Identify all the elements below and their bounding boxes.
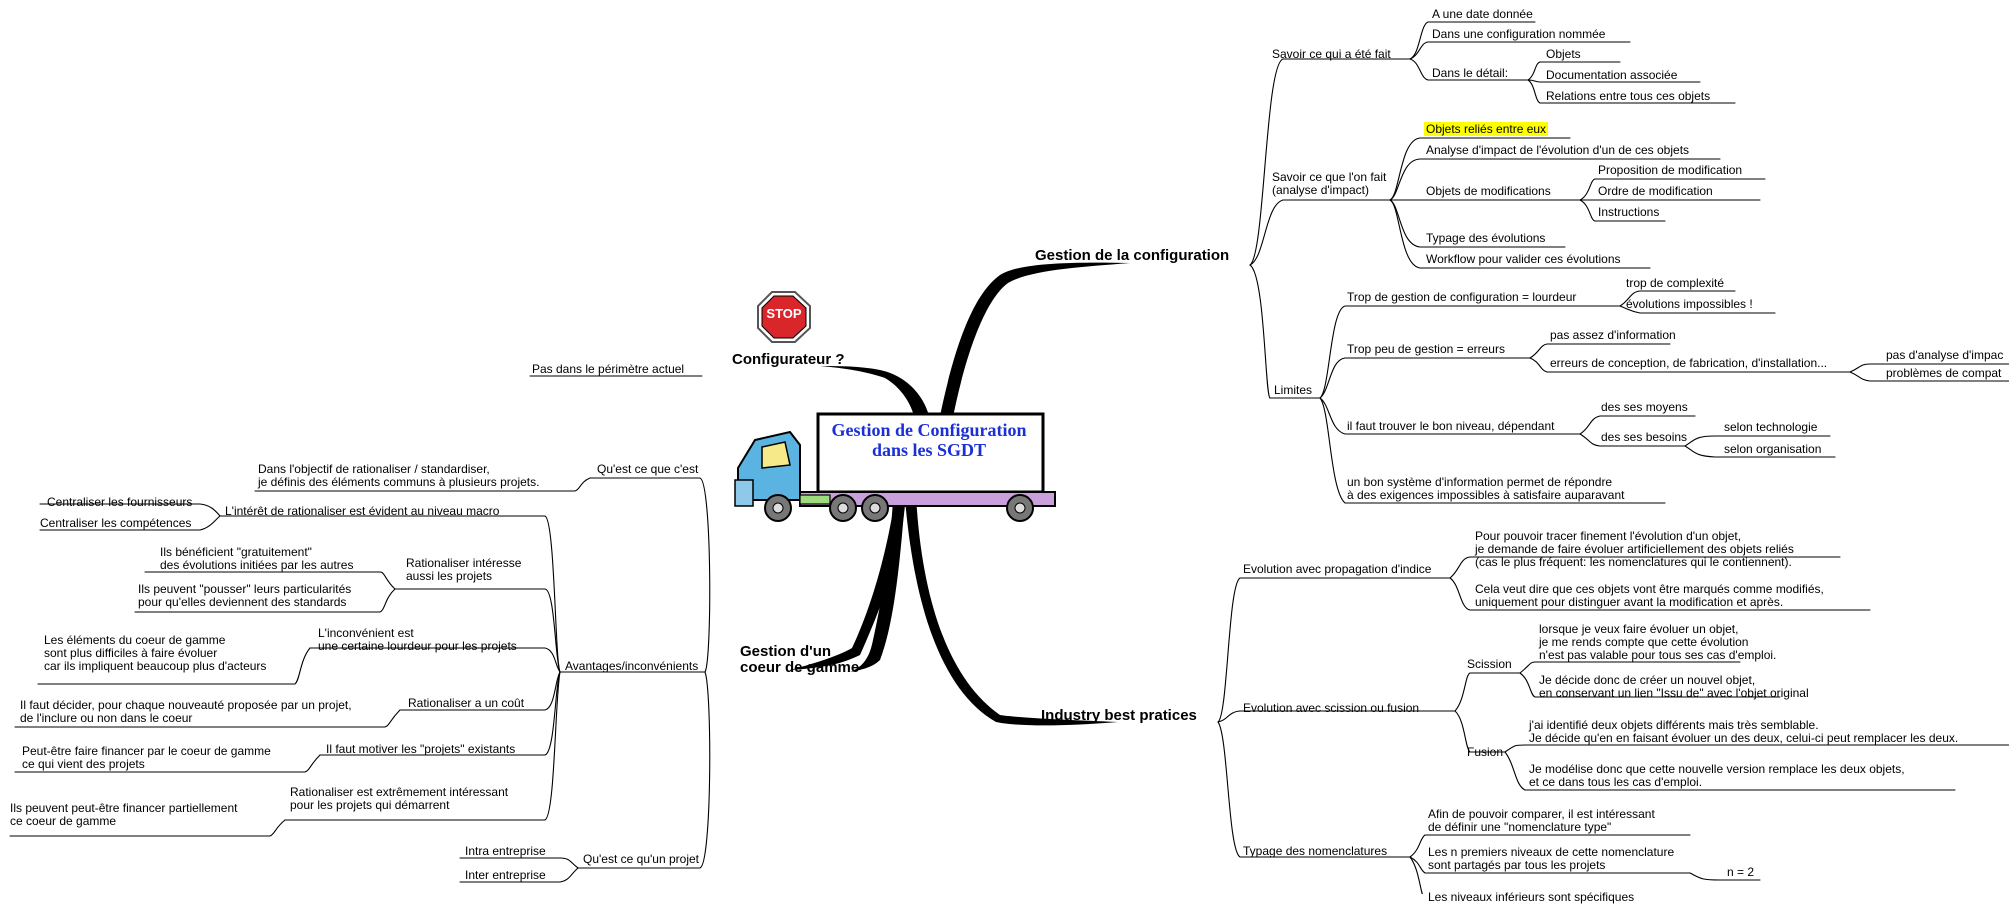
config-savoir-fait-item[interactable]: A une date donnée (1432, 7, 1533, 21)
limites-niveau[interactable]: il faut trouver le bon niveau, dépendant (1347, 419, 1555, 433)
config-limites[interactable]: Limites (1274, 383, 1313, 397)
limites-peu-sub[interactable]: pas d'analyse d'impac (1886, 348, 2004, 362)
config-modifs-item[interactable]: Instructions (1598, 205, 1660, 219)
limites-peu[interactable]: Trop peu de gestion = erreurs (1347, 342, 1505, 356)
projet-item[interactable]: Intra entreprise (465, 844, 546, 858)
central-topic-title: Gestion de Configuration dans les SGDT (831, 420, 1027, 460)
avantages-interet[interactable]: L'intérêt de rationaliser est évident au… (225, 504, 500, 518)
config-modifs-item[interactable]: Ordre de modification (1598, 184, 1713, 198)
inconvenient-item[interactable]: Les éléments du coeur de gamme sont plus… (44, 633, 267, 673)
limites-besoins-item[interactable]: selon technologie (1724, 420, 1818, 434)
avantages-cout[interactable]: Rationaliser a un coût (408, 696, 525, 710)
avantages-inconvenient[interactable]: L'inconvénient est une certaine lourdeur… (318, 626, 517, 653)
config-savoir-fait[interactable]: Savoir ce qui a été fait (1272, 47, 1391, 61)
avantages-rationaliser[interactable]: Rationaliser intéresse aussi les projets (406, 556, 522, 583)
config-detail[interactable]: Dans le détail: (1432, 66, 1509, 80)
coeur-avantages[interactable]: Avantages/inconvénients (565, 659, 699, 673)
rationaliser-item[interactable]: Ils bénéficient "gratuitement" des évolu… (160, 545, 354, 572)
industry-propagation-item[interactable]: Cela veut dire que ces objets vont être … (1475, 582, 1824, 609)
industry-typage-item[interactable]: Les niveaux inférieurs sont spécifiques (1428, 890, 1635, 904)
industry-n-value[interactable]: n = 2 (1727, 865, 1755, 879)
config-on-fait-item[interactable]: Workflow pour valider ces évolutions (1426, 252, 1621, 266)
limites-trop-item[interactable]: évolutions impossibles ! (1626, 297, 1753, 311)
industry-scission-item[interactable]: lorsque je veux faire évoluer un objet, … (1539, 622, 1777, 662)
coeur-projet[interactable]: Qu'est ce qu'un projet (583, 852, 699, 866)
configurateur-item[interactable]: Pas dans le périmètre actuel (532, 362, 685, 376)
config-highlighted-item[interactable]: Objets reliés entre eux (1424, 122, 1549, 136)
limites-besoins-item[interactable]: selon organisation (1724, 442, 1822, 456)
config-savoir-fait-item[interactable]: Dans une configuration nommée (1432, 27, 1606, 41)
coeur-quest-item[interactable]: Dans l'objectif de rationaliser / standa… (258, 462, 540, 489)
limites-trop-item[interactable]: trop de complexité (1626, 276, 1725, 290)
limites-peu-sub[interactable]: problèmes de compat (1886, 366, 2002, 380)
config-on-fait-item[interactable]: Typage des évolutions (1426, 231, 1546, 245)
main-branches (790, 262, 1130, 726)
rationaliser-item[interactable]: Ils peuvent "pousser" leurs particularit… (138, 582, 352, 609)
industry-typage[interactable]: Typage des nomenclatures (1243, 844, 1388, 858)
motiver-item[interactable]: Peut-être faire financer par le coeur de… (22, 744, 271, 771)
industry-fusion[interactable]: Fusion (1467, 745, 1504, 759)
interet-item[interactable]: Centraliser les compétences (40, 516, 192, 530)
config-detail-item[interactable]: Relations entre tous ces objets (1546, 89, 1711, 103)
industry-scission-fusion[interactable]: Evolution avec scission ou fusion (1243, 701, 1420, 715)
config-savoir-on-fait[interactable]: Savoir ce que l'on fait (analyse d'impac… (1272, 170, 1387, 197)
industry-propagation[interactable]: Evolution avec propagation d'indice (1243, 562, 1432, 576)
industry-propagation-item[interactable]: Pour pouvoir tracer finement l'évolution… (1475, 529, 1794, 569)
coeur-title[interactable]: Gestion d'un coeur de gamme (740, 643, 860, 676)
config-modifs[interactable]: Objets de modifications (1426, 184, 1551, 198)
configurateur-title[interactable]: Configurateur ? (732, 351, 845, 368)
connector-lines (9, 21, 2009, 894)
industry-typage-item[interactable]: Les n premiers niveaux de cette nomencla… (1428, 845, 1675, 872)
config-detail-item[interactable]: Objets (1546, 47, 1581, 61)
industry-fusion-item[interactable]: j'ai identifié deux objets différents ma… (1529, 718, 1959, 745)
stop-sign-label: STOP (766, 306, 802, 321)
interet-item[interactable]: Centraliser les fournisseurs (47, 495, 193, 509)
industry-scission-item[interactable]: Je décide donc de créer un nouvel objet,… (1539, 673, 1809, 700)
avantages-motiver[interactable]: Il faut motiver les "projets" existants (326, 742, 516, 756)
coeur-quest[interactable]: Qu'est ce que c'est (597, 462, 699, 476)
truck-illustration (734, 412, 1056, 522)
limites-peu-item[interactable]: erreurs de conception, de fabrication, d… (1550, 356, 1828, 370)
stop-sign-icon (757, 291, 811, 343)
industry-fusion-item[interactable]: Je modélise donc que cette nouvelle vers… (1529, 762, 1905, 789)
config-detail-item[interactable]: Documentation associée (1546, 68, 1678, 82)
industry-typage-item[interactable]: Afin de pouvoir comparer, il est intéres… (1428, 807, 1655, 834)
limites-niveau-item[interactable]: des ses besoins (1601, 430, 1688, 444)
limites-niveau-item[interactable]: des ses moyens (1601, 400, 1688, 414)
limites-peu-item[interactable]: pas assez d'information (1550, 328, 1676, 342)
industry-scission[interactable]: Scission (1467, 657, 1512, 671)
limites-trop[interactable]: Trop de gestion de configuration = lourd… (1347, 290, 1577, 304)
demarrent-item[interactable]: Ils peuvent peut-être financer partielle… (10, 801, 238, 828)
config-on-fait-item[interactable]: Analyse d'impact de l'évolution d'un de … (1426, 143, 1690, 157)
config-title[interactable]: Gestion de la configuration (1035, 247, 1230, 264)
config-modifs-item[interactable]: Proposition de modification (1598, 163, 1743, 177)
projet-item[interactable]: Inter entreprise (465, 868, 546, 882)
industry-title[interactable]: Industry best pratices (1041, 707, 1197, 724)
cout-item[interactable]: Il faut décider, pour chaque nouveauté p… (20, 698, 352, 725)
limites-systeme[interactable]: un bon système d'information permet de r… (1347, 475, 1625, 502)
avantages-demarrent[interactable]: Rationaliser est extrêmement intéressant… (290, 785, 509, 812)
